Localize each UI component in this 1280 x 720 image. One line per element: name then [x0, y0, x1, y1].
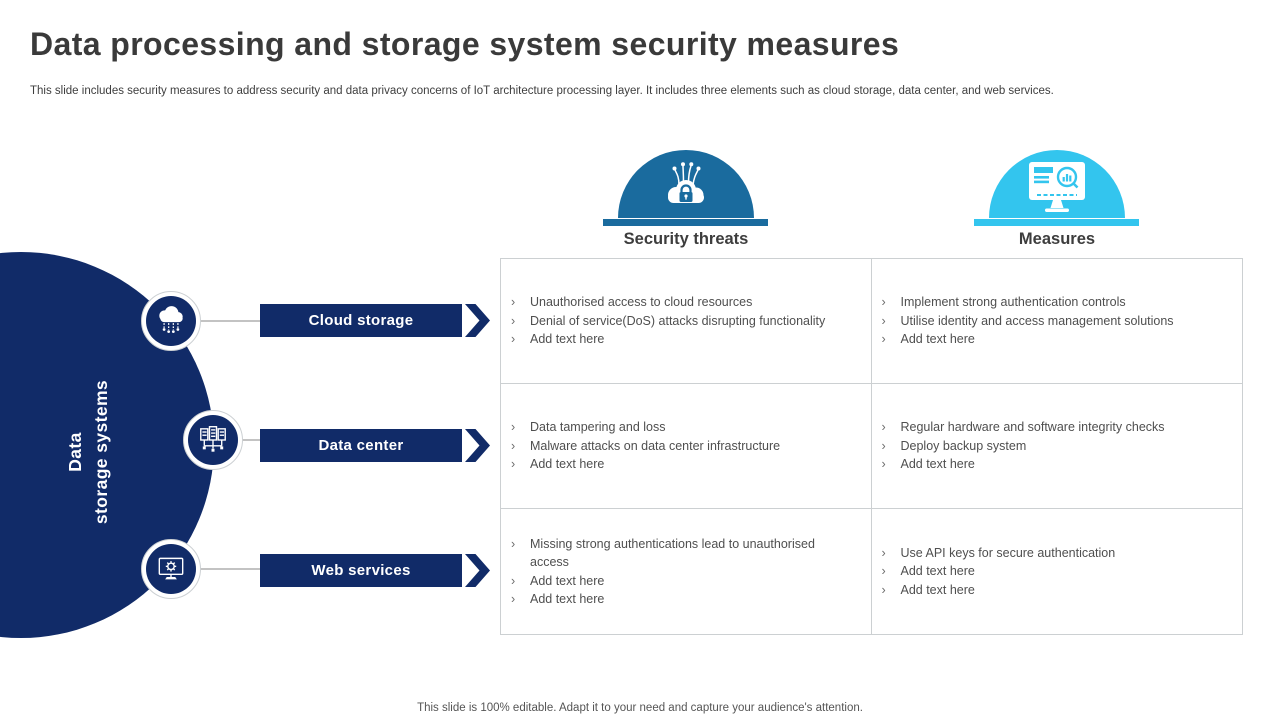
arrow-label: Web services [260, 554, 462, 587]
circle-label-line2: storage systems [91, 379, 111, 525]
bullet-item: › Add text here [882, 562, 1211, 581]
bullet-list: › Data tampering and loss › Malware attacks… [501, 418, 871, 474]
security-threats-header-shape [618, 150, 754, 218]
circle-label-line1: Data [65, 432, 85, 472]
connector-line [200, 320, 260, 322]
footer-note: This slide is 100% editable. Adapt it to… [417, 702, 863, 714]
bullet-item: › Utilise identity and access management … [882, 312, 1211, 331]
bullet-item: › Missing strong authentications lead to … [511, 535, 839, 572]
bullet-item: › Data tampering and loss [511, 418, 839, 437]
data-center-badge [183, 410, 243, 470]
bullet-marker: › [881, 438, 886, 453]
bullet-item: › Use API keys for secure authentication [882, 544, 1211, 563]
bullet-list: ›Use API keys for secure authentication›… [872, 544, 1243, 600]
connector-line [200, 568, 260, 570]
column-header-measures: Measures [1018, 230, 1096, 248]
slide-subtitle: This slide includes security measures to… [30, 85, 1054, 97]
chevron-right-icon [465, 304, 490, 337]
bullet-item: › Unauthorised access to cloud resources [511, 293, 839, 312]
list-item-text: Implement strong authentication controls [900, 295, 1126, 310]
measures-header-bar [974, 219, 1139, 226]
table-cell-measures-row1: › Implement strong authentication control… [871, 259, 1243, 384]
bullet-marker: › [881, 564, 886, 579]
column-header-threats: Security threats [623, 230, 749, 248]
list-item-text: Data tampering and loss [530, 420, 666, 435]
bullet-marker: › [881, 295, 886, 310]
monitor-gear-icon [146, 544, 196, 594]
list-item-text: Add text here [530, 457, 605, 472]
list-item-text: Add text here [900, 564, 975, 579]
bullet-item: › Malware attacks on data center infrastr… [511, 437, 839, 456]
cloud-network-icon [146, 296, 196, 346]
bullet-item: › Add text here [882, 455, 1211, 474]
list-item-text: Deploy backup system [900, 438, 1027, 453]
bullet-marker: › [511, 592, 516, 606]
web-services-badge [141, 539, 201, 599]
list-item-text: Malware attacks on data center infrastru… [530, 438, 781, 453]
arrow-label: Cloud storage [260, 304, 462, 337]
bullet-item: › Add text here [511, 590, 839, 609]
bullet-list: › Regular hardware and software integrity… [872, 418, 1243, 474]
bullet-marker: › [511, 332, 516, 347]
threats-measures-table: ›Unauthorised access to cloud resources›… [500, 258, 1243, 635]
bullet-item: › Add text here [511, 572, 839, 591]
bullet-item: › Add text here [511, 330, 839, 349]
threats-header-bar [603, 219, 768, 226]
bullet-marker: › [881, 457, 886, 472]
bullet-marker: › [881, 313, 886, 328]
table-cell-threats-row3: › Missing strong authentications lead to … [501, 509, 872, 634]
list-item-text: Denial of service(DoS) attacks disruptin… [530, 313, 826, 328]
bullet-marker: › [511, 295, 516, 310]
bullet-marker: › [511, 420, 516, 435]
bullet-item: › Denial of service(DoS) attacks disrupti… [511, 312, 839, 331]
bullet-list: ›Unauthorised access to cloud resources›… [501, 293, 871, 349]
bullet-marker: › [881, 582, 886, 597]
bullet-marker: › [511, 438, 516, 453]
server-rack-icon [188, 415, 238, 465]
bullet-item: › Regular hardware and software integrity… [882, 418, 1211, 437]
list-item-text: Add text here [530, 592, 605, 606]
bullet-marker: › [511, 573, 516, 588]
bullet-marker: › [881, 332, 886, 347]
bullet-item: › Implement strong authentication control… [882, 293, 1211, 312]
list-item-text: Use API keys for secure authentication [900, 545, 1116, 560]
list-item-text: Add text here [900, 582, 975, 597]
page-title: Data processing and storage system secur… [30, 26, 900, 62]
table-cell-measures-row3: ›Use API keys for secure authentication›… [872, 509, 1243, 634]
chevron-right-icon [465, 429, 490, 462]
list-item-text: Regular hardware and software integrity … [900, 420, 1165, 435]
bullet-list: › Missing strong authentications lead to … [501, 535, 871, 609]
bullet-marker: › [511, 536, 516, 551]
table-cell-threats-row1: ›Unauthorised access to cloud resources›… [501, 259, 872, 384]
arrow-cloud-storage: Cloud storage [260, 304, 492, 337]
table-cell-measures-row2: › Regular hardware and software integrity… [871, 384, 1243, 509]
cloud-lock-icon [650, 158, 722, 221]
list-item-text: Add text here [900, 332, 975, 347]
bullet-item: › Deploy backup system [882, 437, 1211, 456]
bullet-marker: › [881, 545, 886, 560]
bullet-item: › Add text here [882, 330, 1211, 349]
bullet-marker: › [881, 420, 886, 435]
list-item-text: Unauthorised access to cloud resources [530, 295, 753, 310]
arrow-web-services: Web services [260, 554, 492, 587]
bullet-marker: › [511, 457, 516, 472]
circle-label: Data storage systems [62, 312, 114, 592]
list-item-text: Missing strong authentications lead to u… [530, 536, 815, 570]
bullet-marker: › [511, 313, 516, 328]
bullet-item: › Add text here [511, 455, 839, 474]
connector-line [242, 439, 260, 441]
list-item-text: Add text here [900, 457, 975, 472]
list-item-text: Add text here [530, 573, 605, 588]
list-item-text: Utilise identity and access management s… [900, 313, 1174, 328]
bullet-list: › Implement strong authentication control… [872, 293, 1243, 349]
bullet-item: › Add text here [882, 581, 1211, 600]
list-item-text: Add text here [530, 332, 605, 347]
monitor-search-icon [989, 150, 1125, 218]
chevron-right-icon [465, 554, 490, 587]
arrow-data-center: Data center [260, 429, 492, 462]
arrow-label: Data center [260, 429, 462, 462]
cloud-storage-badge [141, 291, 201, 351]
table-cell-threats-row2: › Data tampering and loss › Malware attacks… [501, 384, 872, 509]
measures-icon-wrap [1015, 158, 1099, 225]
